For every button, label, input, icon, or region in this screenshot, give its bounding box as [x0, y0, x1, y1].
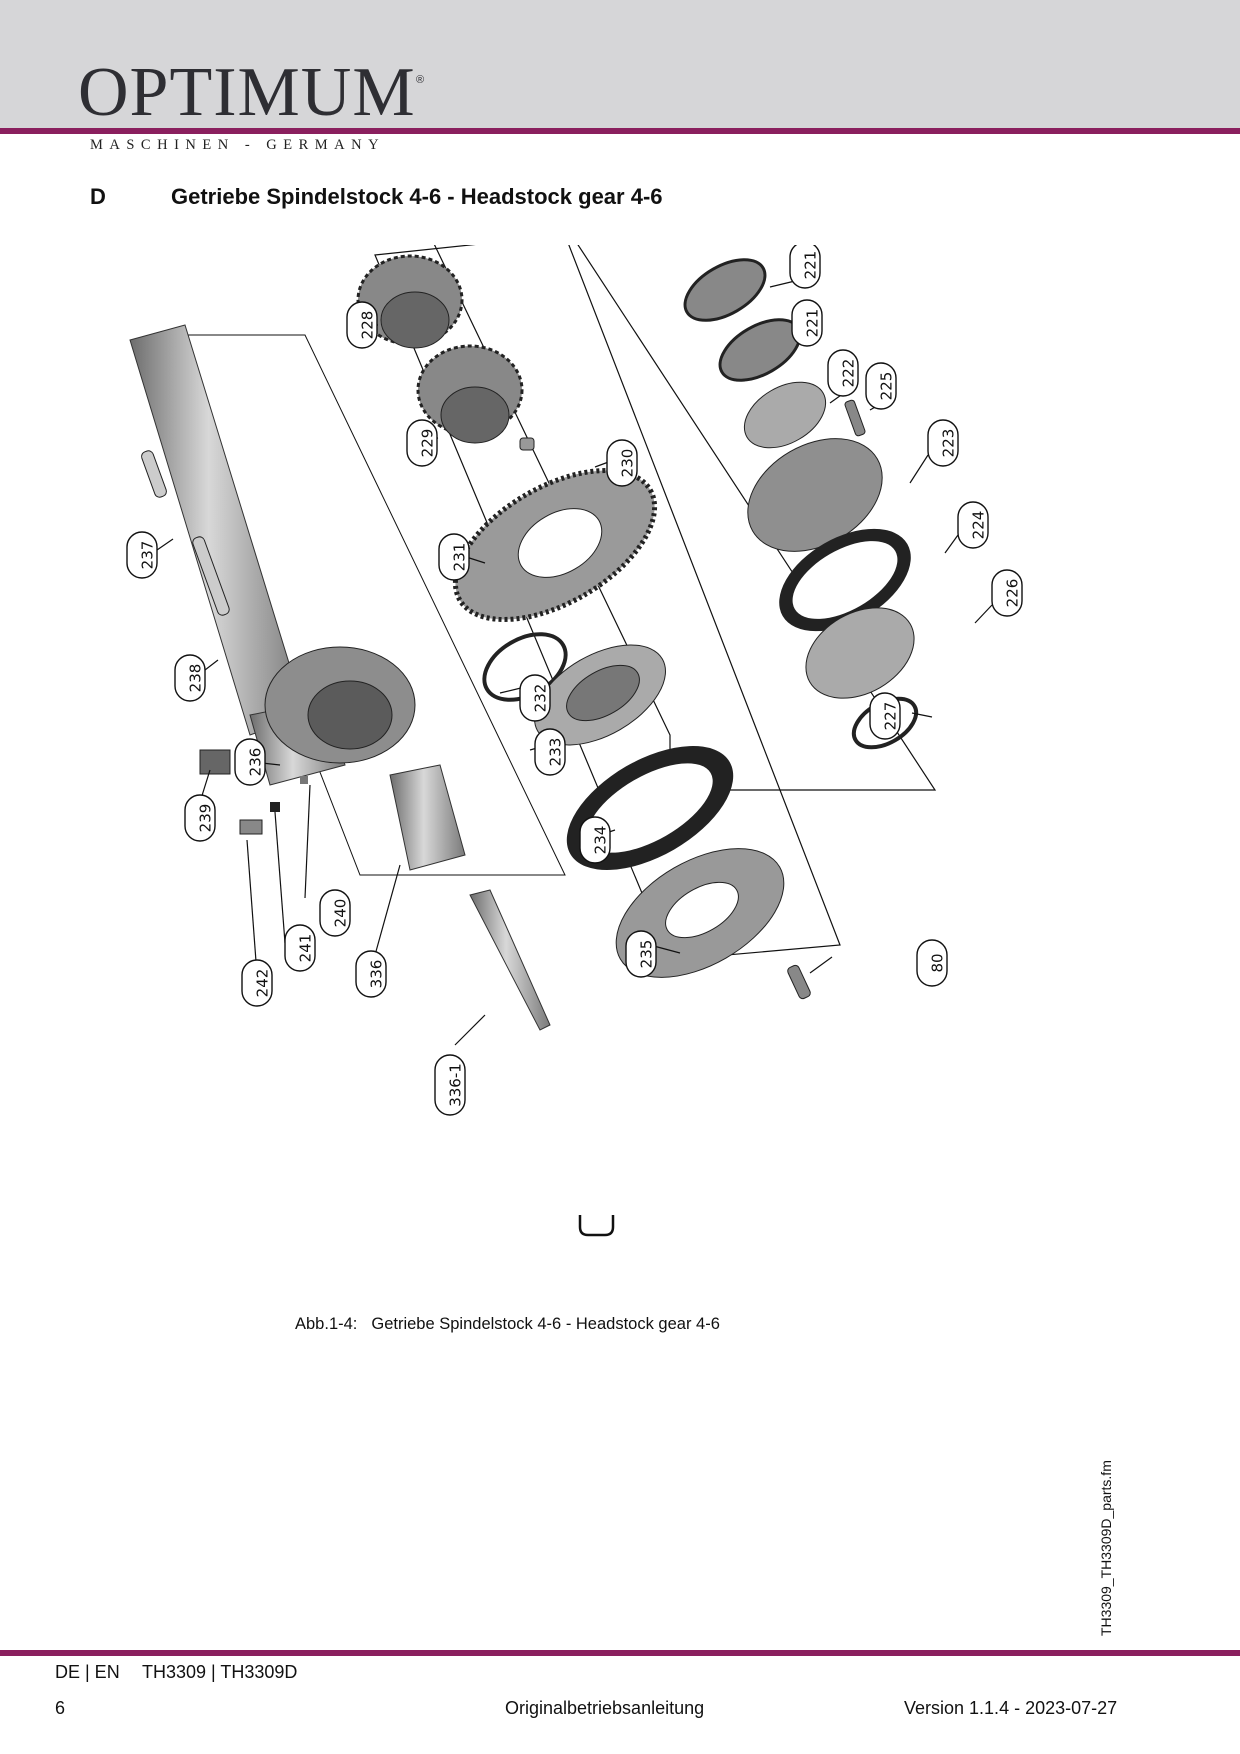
- footer-rule: [0, 1650, 1240, 1656]
- callout-336-1: 336-1: [447, 1063, 465, 1107]
- callout-224: 224: [970, 511, 988, 540]
- callout-223: 223: [940, 429, 958, 458]
- key-237: [141, 450, 167, 498]
- spring-241: [270, 802, 280, 812]
- ring-222: [743, 381, 827, 449]
- ball-240: [300, 776, 308, 784]
- callout-231: 231: [451, 543, 469, 572]
- screw-80: [787, 964, 811, 1000]
- header-rule: [0, 128, 1240, 134]
- source-filename: TH3309_TH3309D_parts.fm: [1098, 1460, 1114, 1636]
- callout-240: 240: [332, 899, 350, 928]
- callout-234: 234: [592, 826, 610, 855]
- callout-241: 241: [297, 934, 315, 963]
- spindle-shaft: [129, 324, 416, 786]
- caption-label: Abb.1-4:: [295, 1315, 358, 1333]
- callout-222: 222: [840, 359, 858, 388]
- callout-242: 242: [254, 969, 272, 998]
- centre-336-1: [469, 889, 551, 1031]
- pin-239: [199, 749, 231, 775]
- screw-242: [239, 819, 263, 835]
- screw-225: [844, 399, 866, 437]
- key-230: [519, 437, 535, 451]
- callout-80: 80: [929, 953, 947, 972]
- bearing-233: [534, 644, 666, 746]
- footer-language: DE | EN: [55, 1662, 120, 1682]
- callout-233: 233: [547, 738, 565, 767]
- callout-230: 230: [619, 449, 637, 478]
- gear-231: [452, 468, 658, 622]
- callout-229: 229: [419, 429, 437, 458]
- header-band: [0, 0, 1240, 128]
- page-number: 6: [55, 1698, 66, 1718]
- flange-235: [615, 848, 785, 978]
- callout-labels: 221 221 222 225 223 224 226 227 228 229 …: [139, 251, 1022, 1107]
- exploded-parts-diagram: 221 221 222 225 223 224 226 227 228 229 …: [126, 245, 1023, 1237]
- figure-caption: Abb.1-4: Getriebe Spindelstock 4-6 - Head…: [295, 1315, 720, 1334]
- brand-tagline: MASCHINEN - GERMANY: [90, 137, 386, 153]
- section-title: Getriebe Spindelstock 4-6 - Headstock ge…: [171, 184, 663, 209]
- callout-336: 336: [368, 960, 386, 989]
- callout-226: 226: [1004, 579, 1022, 608]
- callout-235: 235: [638, 940, 656, 969]
- nut-221a: [683, 258, 767, 322]
- key-238: [192, 536, 230, 616]
- callout-228: 228: [359, 311, 377, 340]
- footer-document-type: Originalbetriebsanleitung: [505, 1698, 705, 1718]
- footer-model: TH3309 | TH3309D: [142, 1662, 298, 1682]
- callout-239: 239: [197, 804, 215, 833]
- callout-221b: 221: [804, 309, 822, 338]
- callout-236: 236: [247, 748, 265, 777]
- page-mark: [578, 1215, 615, 1237]
- callout-227: 227: [882, 702, 900, 731]
- gear-228: [356, 254, 464, 349]
- callout-238: 238: [187, 664, 205, 693]
- sleeve-336: [389, 764, 466, 871]
- callout-225: 225: [878, 372, 896, 401]
- gear-229: [416, 344, 524, 444]
- bearing-226: [805, 607, 915, 699]
- brand-logo: OPTIMUM: [78, 54, 416, 131]
- registered-mark: ®: [416, 74, 425, 86]
- callout-bubbles: [126, 245, 1023, 1116]
- callout-221a: 221: [802, 251, 820, 280]
- callout-237: 237: [139, 541, 157, 570]
- callout-232: 232: [532, 684, 550, 713]
- footer-version: Version 1.1.4 - 2023-07-27: [904, 1698, 1118, 1718]
- caption-text: Getriebe Spindelstock 4-6 - Headstock ge…: [371, 1315, 720, 1333]
- gasket-224: [779, 528, 911, 632]
- section-letter: D: [90, 184, 106, 209]
